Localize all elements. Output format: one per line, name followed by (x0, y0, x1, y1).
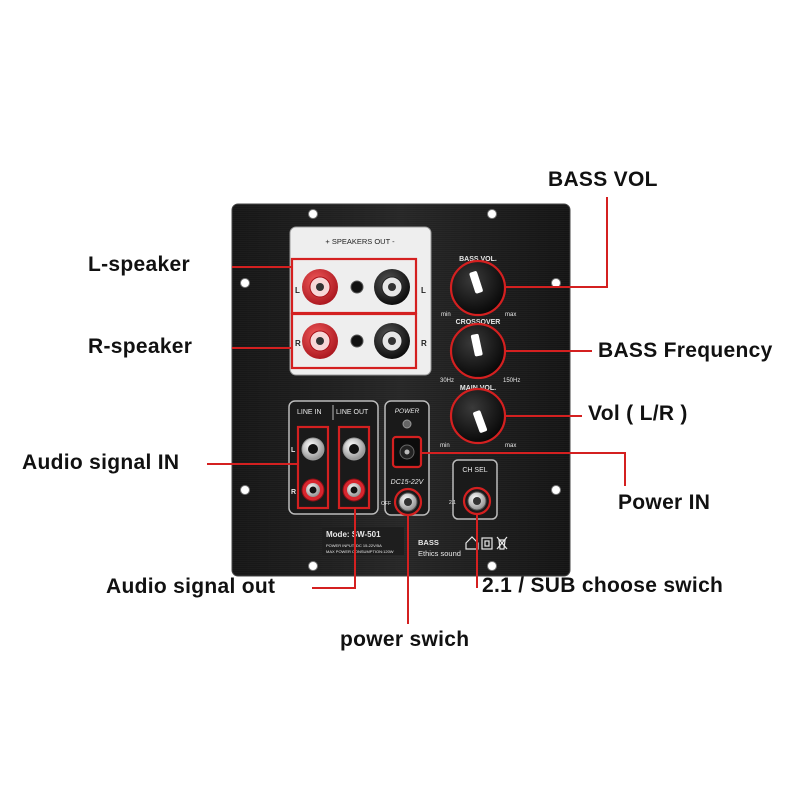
callout-r-speaker: R-speaker (88, 335, 193, 358)
main-vol-max: max (505, 443, 516, 449)
side-label-r2: R (421, 339, 427, 348)
callout-power-switch: power swich (340, 628, 470, 651)
model-label: Mode: SW-501 (326, 530, 381, 539)
ch-sel-section: CH SEL 2.1 (449, 459, 498, 520)
brand-label: Ethics sound (418, 549, 461, 558)
line-in-jacks[interactable] (301, 437, 325, 502)
crossover-max: 150Hz (503, 378, 520, 384)
off-label: OFF (381, 501, 391, 507)
bass-vol-leader (505, 197, 608, 288)
audio-out-leader (312, 508, 356, 589)
callout-bass-vol: BASS VOL (548, 168, 658, 191)
max-power-label: MAX POWER CONSUMPTION:120W (326, 549, 394, 554)
bass-vol-max: max (505, 312, 516, 318)
callout-bass-frequency: BASS Frequency (598, 339, 773, 362)
speakers-out-section: + SPEAKERS OUT - L L R R (289, 226, 432, 376)
ch-21-label: 2.1 (449, 500, 456, 506)
ch-sel-label: CH SEL (462, 467, 487, 474)
line-in-label: LINE IN (297, 409, 322, 416)
l-speaker-terminals[interactable] (302, 269, 410, 305)
line-out-label: LINE OUT (336, 409, 369, 416)
ch-select-switch[interactable] (462, 486, 492, 516)
line-in-highlight (296, 425, 330, 510)
r-speaker-highlight (290, 312, 418, 370)
callout-audio-out: Audio signal out (106, 575, 276, 598)
side-label-l: L (295, 286, 300, 295)
dc-voltage-label: DC15-22V (391, 479, 425, 486)
crossover-knob-title: CROSSOVER (456, 319, 501, 326)
bass-vol-min: min (441, 312, 451, 318)
speakers-out-label: + SPEAKERS OUT - (325, 237, 395, 246)
bass-label: BASS (418, 538, 439, 547)
callout-audio-in: Audio signal IN (22, 451, 180, 474)
r-speaker-terminals[interactable] (302, 323, 410, 359)
power-label: POWER (395, 408, 420, 415)
main-vol-min: min (440, 443, 450, 449)
power-in-leader (421, 452, 626, 486)
side-label-r: R (295, 339, 301, 348)
model-plate: Mode: SW-501 POWER INPUT: DC 15-22V/5A M… (322, 527, 508, 558)
crossover-min: 30Hz (440, 378, 454, 384)
callout-lines (207, 197, 626, 624)
power-in-jack[interactable] (391, 435, 423, 469)
callout-vol-lr: Vol ( L/R ) (588, 402, 688, 425)
power-switch[interactable] (393, 487, 423, 517)
callout-power-in: Power IN (618, 491, 711, 514)
side-label-l2: L (421, 286, 426, 295)
certification-icons (465, 536, 508, 550)
power-section: POWER DC15-22V OFF (381, 400, 430, 517)
line-side-r: R (291, 489, 296, 496)
callout-ch-switch: 2.1 / SUB choose swich (482, 574, 724, 597)
bass-vol-knob-title: BASS VOL. (459, 256, 497, 263)
line-io-section: LINE IN LINE OUT L R (288, 400, 379, 515)
line-out-jacks[interactable] (342, 437, 366, 502)
mounting-holes (240, 209, 561, 571)
line-side-l: L (291, 447, 296, 454)
callout-l-speaker: L-speaker (88, 253, 190, 276)
